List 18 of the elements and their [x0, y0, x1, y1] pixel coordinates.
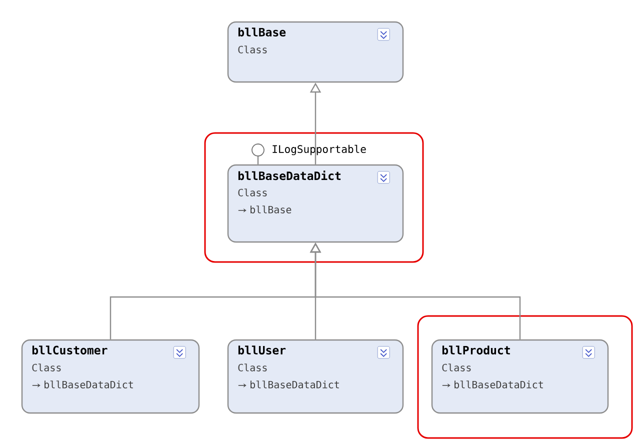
highlight-frame: [417, 315, 633, 439]
stereotype-text: Class: [442, 364, 471, 372]
stereotype-text: Class: [238, 364, 267, 372]
class-name: bllBaseDataDict: [238, 170, 341, 180]
connector: [257, 156, 259, 164]
base-class-text: bllBase: [250, 206, 292, 214]
stereotype-text: Class: [32, 364, 61, 372]
stereotype-text: Class: [238, 188, 267, 196]
class-name: bllUser: [238, 346, 286, 354]
class-name: bllBase: [238, 28, 286, 36]
base-class-text: bllBaseDataDict: [44, 380, 133, 388]
class-name: bllProduct: [442, 346, 510, 354]
interface-name: ILogSupportable: [272, 144, 366, 156]
base-class-text: bllBaseDataDict: [454, 380, 543, 388]
stereotype-text: Class: [238, 46, 267, 54]
highlight-frame: [204, 132, 424, 263]
class-name: bllCustomer: [32, 346, 108, 354]
base-class-text: bllBaseDataDict: [250, 380, 339, 388]
